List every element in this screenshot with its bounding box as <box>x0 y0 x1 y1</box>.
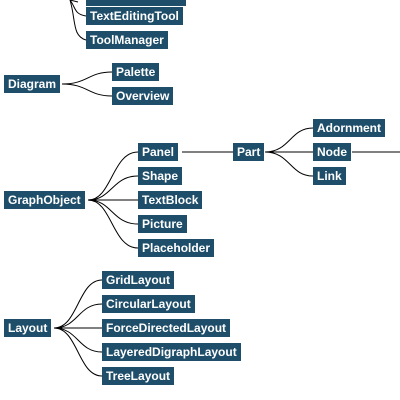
node-textblock[interactable]: TextBlock <box>138 191 203 209</box>
node-placeholder[interactable]: Placeholder <box>138 239 215 257</box>
node-treelayout[interactable]: TreeLayout <box>102 367 175 385</box>
link-graphobject-panel <box>87 151 139 201</box>
link-part-link <box>264 151 314 177</box>
node-shape[interactable]: Shape <box>138 167 183 185</box>
link-graphobject-picture <box>87 199 139 225</box>
node-forcedirectedlayout[interactable]: ForceDirectedLayout <box>102 319 231 337</box>
node-panel[interactable]: Panel <box>138 143 179 161</box>
node-overview[interactable]: Overview <box>112 87 174 105</box>
link-diagram-palette <box>61 71 113 85</box>
link-layout-grid <box>53 279 103 329</box>
node-palette[interactable]: Palette <box>112 63 160 81</box>
node-graphobject[interactable]: GraphObject <box>4 191 85 209</box>
node-layout[interactable]: Layout <box>4 319 52 337</box>
node-texteditingtool[interactable]: TextEditingTool <box>86 7 183 25</box>
node-layereddigraphlayout[interactable]: LayeredDigraphLayout <box>102 343 241 361</box>
link-toolmanager-tree <box>69 0 87 41</box>
link-layout-layered <box>53 327 103 353</box>
node-toolmanager[interactable]: ToolManager <box>86 31 168 49</box>
link-part-adornment <box>264 127 314 153</box>
node-tool-partial[interactable] <box>86 0 186 6</box>
node-adornment[interactable]: Adornment <box>313 119 385 137</box>
node-gridlayout[interactable]: GridLayout <box>102 271 175 289</box>
node-picture[interactable]: Picture <box>138 215 187 233</box>
node-diagram[interactable]: Diagram <box>4 75 61 93</box>
node-link[interactable]: Link <box>313 167 346 185</box>
node-circularlayout[interactable]: CircularLayout <box>102 295 195 313</box>
link-layout-circular <box>53 303 103 329</box>
node-part[interactable]: Part <box>233 143 265 161</box>
link-graphobject-placeholder <box>87 199 139 249</box>
link-layout-tree <box>53 327 103 377</box>
link-graphobject-shape <box>87 175 139 201</box>
link-diagram-overview <box>61 83 113 97</box>
node-node[interactable]: Node <box>313 143 351 161</box>
